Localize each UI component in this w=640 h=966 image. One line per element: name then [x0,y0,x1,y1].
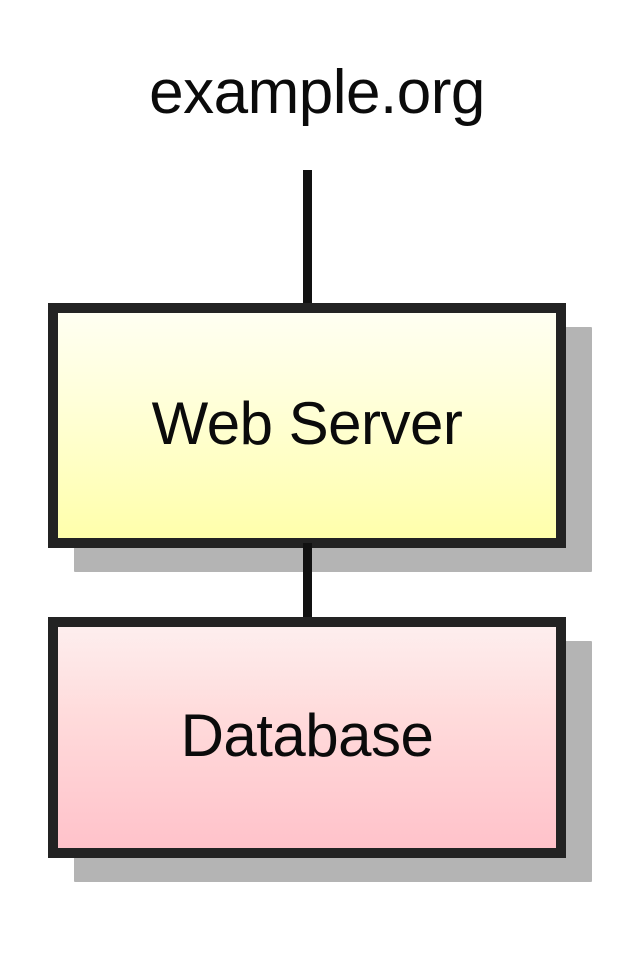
connector-title-to-web-server [303,170,312,308]
node-database[interactable]: Database [48,617,566,858]
node-database-label: Database [180,701,434,769]
connector-web-server-to-database [303,543,312,623]
node-web-server[interactable]: Web Server [48,303,566,548]
diagram-title: example.org [149,58,485,127]
node-web-server-label: Web Server [151,389,463,457]
